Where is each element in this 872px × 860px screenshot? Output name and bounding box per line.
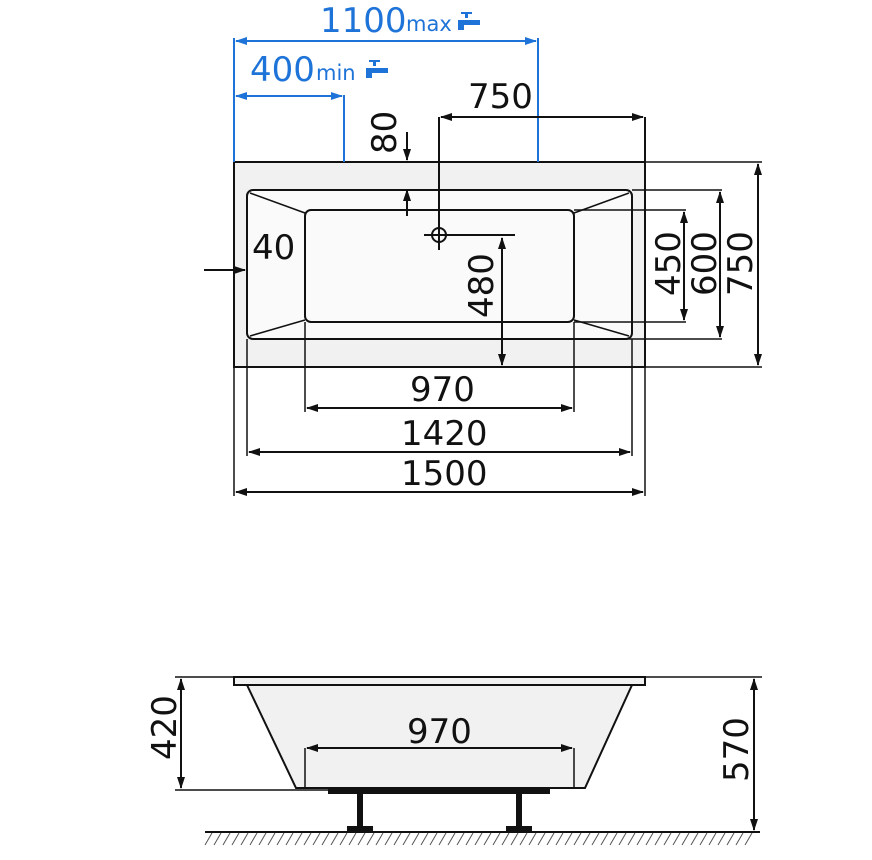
tub-side-rim — [233, 676, 646, 686]
hatch-line — [285, 832, 294, 846]
tub-leg — [516, 794, 522, 828]
hatch-line — [447, 832, 456, 846]
hatch-line — [330, 832, 339, 846]
hatch-line — [429, 832, 438, 846]
drain-offset-x-label: 750 — [468, 77, 533, 117]
side-bottom-length-label: 970 — [407, 712, 472, 752]
hatch-line — [483, 832, 492, 846]
hatch-line — [492, 832, 501, 846]
hatch-line — [384, 832, 393, 846]
hatch-line — [420, 832, 429, 846]
hatch-line — [510, 832, 519, 846]
hatch-line — [690, 832, 699, 846]
hatch-line — [546, 832, 555, 846]
hatch-line — [465, 832, 474, 846]
hatch-line — [393, 832, 402, 846]
drain-icon — [424, 117, 515, 250]
faucet-min-label: 400 — [250, 50, 315, 90]
hatch-line — [240, 832, 249, 846]
hatch-line — [636, 832, 645, 846]
inner-top-height-label: 600 — [685, 231, 725, 296]
hatch-line — [312, 832, 321, 846]
hatch-line — [276, 832, 285, 846]
hatch-line — [573, 832, 582, 846]
hatch-line — [654, 832, 663, 846]
inner-top-width-label: 1420 — [401, 414, 488, 454]
hatch-line — [699, 832, 708, 846]
hatch-line — [555, 832, 564, 846]
hatch-line — [294, 832, 303, 846]
hatch-line — [438, 832, 447, 846]
overall-length-label: 1500 — [401, 454, 488, 494]
hatch-line — [375, 832, 384, 846]
faucet-max-unit: max — [406, 12, 452, 36]
hatch-line — [681, 832, 690, 846]
hatch-line — [456, 832, 465, 846]
faucet-max-label: 1100 — [320, 1, 407, 41]
hatch-line — [717, 832, 726, 846]
hatch-line — [204, 832, 213, 846]
tub-base-plate — [328, 789, 550, 794]
hatch-line — [744, 832, 753, 846]
drain-offset-y-label: 80 — [365, 111, 405, 154]
hatch-line — [672, 832, 681, 846]
hatch-line — [321, 832, 330, 846]
hatch-line — [600, 832, 609, 846]
faucet-icon — [458, 12, 480, 30]
hatch-line — [564, 832, 573, 846]
hatch-line — [519, 832, 528, 846]
hatch-line — [582, 832, 591, 846]
overall-width-label: 750 — [721, 231, 761, 296]
hatch-line — [222, 832, 231, 846]
plan-view: 1100 max 400 min 750 80 40 480 — [204, 1, 762, 496]
rim-width-label: 40 — [252, 228, 295, 268]
hatch-line — [474, 832, 483, 846]
hatch-line — [249, 832, 258, 846]
inner-bottom-height-label: 450 — [649, 231, 689, 296]
hatch-line — [627, 832, 636, 846]
side-view: 970 420 570 — [145, 676, 762, 846]
tub-leg-foot — [347, 826, 373, 831]
slope-line — [249, 319, 306, 337]
hatch-line — [402, 832, 411, 846]
faucet-min-unit: min — [316, 61, 356, 85]
hatch-line — [609, 832, 618, 846]
hatch-line — [231, 832, 240, 846]
hatch-line — [708, 832, 717, 846]
inner-bottom-width-label: 970 — [410, 370, 475, 410]
hatch-line — [339, 832, 348, 846]
hatch-line — [528, 832, 537, 846]
tub-side-body — [245, 684, 634, 789]
hatch-line — [348, 832, 357, 846]
hatch-line — [213, 832, 222, 846]
slope-line — [249, 192, 306, 214]
hatch-line — [663, 832, 672, 846]
faucet-icon — [366, 60, 388, 78]
tub-leg-foot — [506, 826, 532, 831]
hatch-line — [501, 832, 510, 846]
hatch-line — [618, 832, 627, 846]
hatch-line — [645, 832, 654, 846]
hatch-line — [411, 832, 420, 846]
hatch-line — [366, 832, 375, 846]
hatch-line — [735, 832, 744, 846]
inner-bottom-depth-label: 480 — [462, 253, 502, 318]
hatch-line — [357, 832, 366, 846]
hatch-line — [591, 832, 600, 846]
hatch-line — [726, 832, 735, 846]
hatch-line — [537, 832, 546, 846]
hatch-line — [303, 832, 312, 846]
tub-leg — [357, 794, 363, 828]
total-height-label: 570 — [717, 717, 757, 782]
hatch-line — [258, 832, 267, 846]
tub-depth-label: 420 — [145, 695, 185, 760]
hatch-line — [267, 832, 276, 846]
floor-hatch — [204, 832, 753, 846]
